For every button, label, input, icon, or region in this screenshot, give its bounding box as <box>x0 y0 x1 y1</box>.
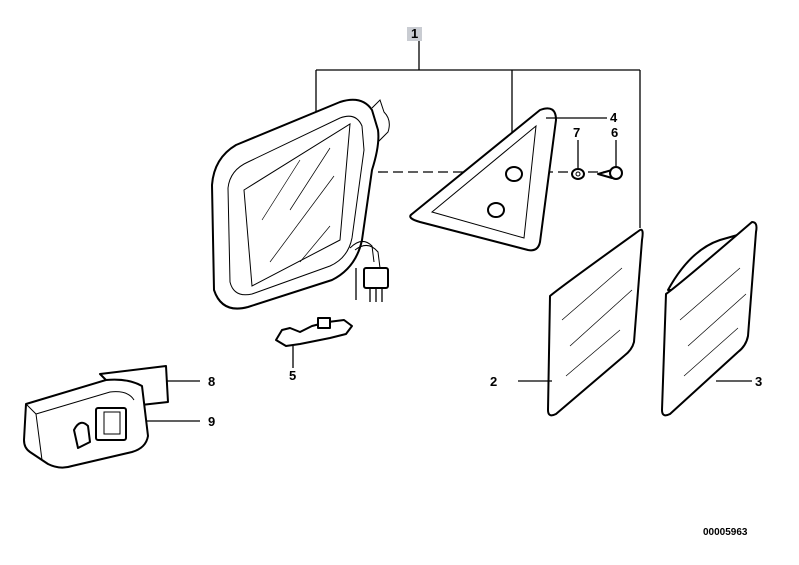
screw <box>597 140 623 180</box>
mirror-glass-2 <box>518 228 644 417</box>
mirror-switch <box>23 378 200 469</box>
callout-8: 8 <box>208 374 215 389</box>
wiring-connector <box>354 245 389 302</box>
triangular-cover <box>409 107 607 252</box>
callout-1-bracket <box>315 40 641 228</box>
washer <box>571 140 585 180</box>
callout-5: 5 <box>289 368 296 383</box>
mirror-glass-3 <box>661 221 758 417</box>
callout-1: 1 <box>407 27 423 41</box>
mirror-housing <box>211 98 390 310</box>
callout-7: 7 <box>573 125 580 140</box>
reference-number: 00005963 <box>703 527 748 538</box>
callout-3: 3 <box>755 374 762 389</box>
clip <box>275 317 353 368</box>
callout-9: 9 <box>208 414 215 429</box>
callout-6: 6 <box>611 125 618 140</box>
callout-2: 2 <box>490 374 497 389</box>
callout-4: 4 <box>610 110 618 125</box>
